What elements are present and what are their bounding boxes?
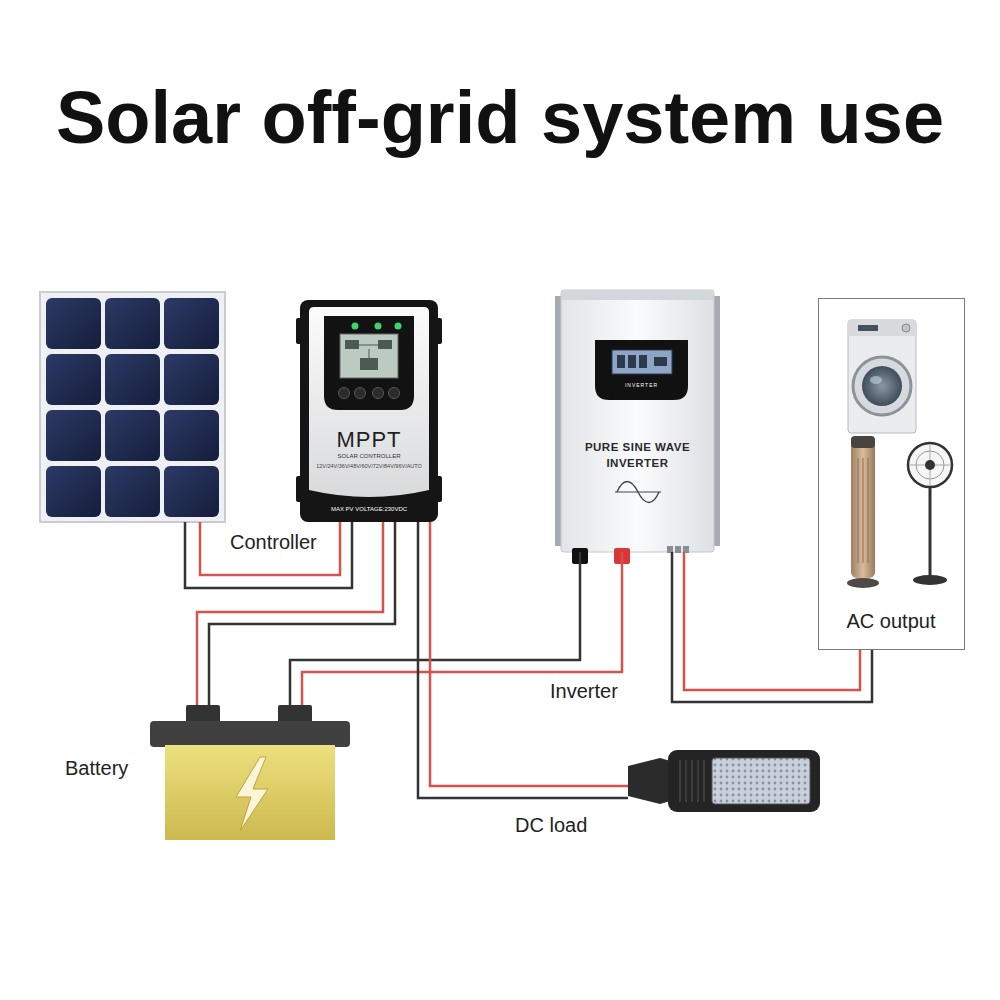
solar-cell bbox=[105, 298, 160, 349]
solar-cell bbox=[164, 298, 219, 349]
wire-pair bbox=[197, 522, 395, 705]
lcd-icon bbox=[360, 358, 378, 370]
battery-case bbox=[165, 745, 335, 840]
street-light bbox=[628, 750, 820, 812]
screen-label: INVERTER bbox=[595, 383, 688, 389]
ac-output-box: AC output bbox=[818, 298, 965, 650]
lamp-mount bbox=[628, 758, 674, 804]
device-label: PURE SINE WAVE INVERTER bbox=[572, 440, 703, 471]
lcd-icon bbox=[378, 340, 392, 349]
load-label: DC load bbox=[515, 814, 615, 837]
inverter-housing bbox=[555, 290, 720, 564]
housing-body bbox=[300, 300, 438, 522]
lcd-screen bbox=[340, 334, 398, 378]
battery: Battery bbox=[150, 705, 350, 840]
controller-housing bbox=[296, 300, 442, 522]
tower-fan-top bbox=[851, 436, 875, 448]
negative-wire bbox=[418, 522, 628, 798]
positive-wire bbox=[430, 522, 628, 786]
washer-panel bbox=[848, 320, 916, 336]
lamp-head bbox=[668, 750, 820, 812]
panel-wires bbox=[185, 522, 352, 588]
heat-fins bbox=[680, 760, 704, 802]
tower-fan bbox=[851, 436, 875, 578]
tower-fan-base bbox=[847, 578, 879, 588]
solar-cell bbox=[105, 466, 160, 517]
fan-base bbox=[913, 575, 947, 585]
housing-body bbox=[561, 290, 714, 552]
lcd-digit bbox=[639, 355, 647, 368]
fan-pole bbox=[929, 486, 932, 576]
box-ground bbox=[818, 298, 965, 650]
panel-frame bbox=[40, 292, 225, 522]
solar-cell bbox=[46, 298, 101, 349]
washing-machine bbox=[848, 320, 916, 433]
solar-cell bbox=[46, 410, 101, 461]
negative-wire bbox=[290, 552, 580, 705]
lcd-digit bbox=[654, 357, 667, 366]
device-subtitle: SOLAR CONTROLLER bbox=[300, 453, 438, 460]
solar-cell bbox=[46, 466, 101, 517]
part-label: Controller bbox=[230, 531, 350, 554]
battery-body bbox=[150, 705, 350, 840]
diagram-title: Solar off-grid system use bbox=[0, 75, 1000, 160]
device-brand: MPPT bbox=[300, 427, 438, 452]
appliances bbox=[818, 298, 965, 650]
button bbox=[389, 388, 400, 399]
ac-terminal bbox=[675, 546, 681, 553]
control-panel bbox=[324, 316, 414, 410]
lcd-icon bbox=[345, 340, 359, 349]
button bbox=[355, 388, 366, 399]
wire-pair bbox=[672, 552, 872, 702]
ac-terminal bbox=[667, 546, 673, 553]
wire-pair bbox=[418, 522, 628, 798]
status-led bbox=[352, 323, 359, 330]
fan-grille bbox=[909, 444, 951, 486]
lightning-symbol bbox=[236, 757, 268, 831]
washer-door bbox=[853, 357, 911, 415]
edge-label: Inverter bbox=[550, 680, 660, 703]
voltage-list: 12V/24V/36V/48V/60V/72V/84V/96V/AUTO bbox=[304, 463, 434, 469]
box-label: AC output bbox=[819, 610, 963, 633]
solar-cell bbox=[164, 410, 219, 461]
solar-cell bbox=[105, 410, 160, 461]
dc-load-lamp: DC load bbox=[628, 750, 820, 812]
button bbox=[373, 388, 384, 399]
led-panel bbox=[712, 758, 810, 804]
lcd-digit bbox=[628, 355, 636, 368]
sine-wave-symbol bbox=[617, 482, 659, 503]
button bbox=[339, 388, 350, 399]
solar-cell bbox=[46, 354, 101, 405]
battery-label: Battery bbox=[65, 757, 149, 780]
negative-wire bbox=[672, 552, 872, 702]
positive-wire bbox=[684, 552, 860, 690]
lcd-screen bbox=[612, 350, 672, 374]
negative-wire bbox=[185, 522, 352, 588]
washer-glass bbox=[862, 366, 902, 406]
glass-glint bbox=[870, 376, 882, 384]
solar-cell bbox=[105, 354, 160, 405]
ac-terminal bbox=[683, 546, 689, 553]
solar-panel bbox=[40, 292, 225, 522]
inverter: INVERTER PURE SINE WAVE INVERTER bbox=[555, 290, 720, 552]
fan-hub bbox=[925, 460, 935, 470]
tower-fan-grille bbox=[858, 458, 868, 563]
washer-display bbox=[858, 325, 878, 331]
lcd-line bbox=[359, 345, 378, 358]
solar-cell bbox=[164, 466, 219, 517]
charge-controller: MPPTSOLAR CONTROLLER 12V/24V/36V/48V/60V/… bbox=[300, 300, 438, 522]
top-ridge bbox=[561, 290, 714, 300]
fan-head bbox=[908, 443, 952, 487]
battery-lid bbox=[150, 721, 350, 747]
voltage-rating: MAX PV VOLTAGE:230VDC bbox=[300, 506, 438, 513]
solar-cell bbox=[164, 354, 219, 405]
washer-knob bbox=[902, 324, 910, 332]
screen-frame bbox=[595, 340, 688, 400]
status-led bbox=[395, 323, 402, 330]
lcd-digit bbox=[617, 355, 625, 368]
status-led bbox=[375, 323, 382, 330]
